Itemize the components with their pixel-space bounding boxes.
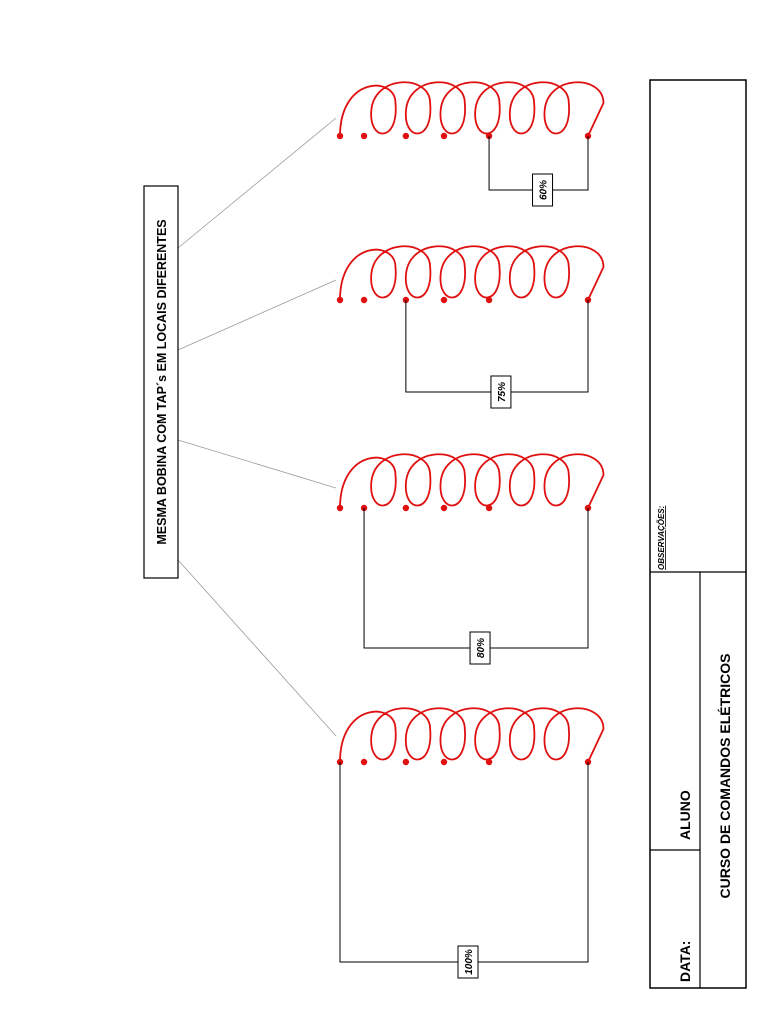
title-block-frame: [649, 79, 747, 989]
title-group: MESMA BOBINA COM TAP´s EM LOCAIS DIFEREN…: [143, 185, 179, 579]
coil-terminal-dot: [360, 132, 368, 140]
coil-2: 75%: [336, 245, 605, 409]
tap-label: 75%: [497, 382, 508, 402]
coil-terminal-dot: [440, 132, 448, 140]
pointer-line-3: [177, 439, 337, 489]
tap-label: 60%: [539, 180, 550, 200]
course-title: CURSO DE COMANDOS ELÉTRICOS: [717, 653, 733, 898]
title-box: [143, 185, 179, 579]
tap-bracket: [339, 762, 589, 963]
coil-terminal-dot: [485, 504, 493, 512]
coil-1: 60%: [336, 81, 605, 207]
coil-terminal-dot: [402, 758, 410, 766]
coil-3: 80%: [336, 453, 605, 665]
data-label: DATA:: [677, 941, 693, 982]
coil-winding: [339, 81, 605, 137]
coil-terminal-dot: [485, 758, 493, 766]
coil-winding: [339, 707, 605, 763]
title-text: MESMA BOBINA COM TAP´s EM LOCAIS DIFEREN…: [155, 219, 169, 544]
tap-label: 100%: [464, 949, 475, 975]
pointer-line-1: [177, 117, 337, 249]
tap-label-box: [532, 173, 554, 207]
tap-label-box: [469, 631, 491, 665]
pointer-line-2: [177, 279, 337, 351]
coil-terminal-dot: [360, 296, 368, 304]
coil-winding: [339, 453, 605, 509]
coil-terminal-dot: [402, 504, 410, 512]
pointer-lines: [177, 117, 337, 737]
coils: 60% 75% 80% 100%: [336, 81, 605, 979]
coil-terminal-dot: [336, 132, 344, 140]
coil-winding: [339, 245, 605, 301]
title-block: [649, 79, 747, 989]
coil-4: 100%: [336, 707, 605, 979]
coil-terminal-dot: [485, 296, 493, 304]
observacoes-label: OBSERVAÇÕES:: [657, 505, 666, 570]
pointer-line-4: [177, 559, 337, 737]
tap-label-box: [490, 375, 512, 409]
coil-terminal-dot: [336, 296, 344, 304]
tap-label: 80%: [476, 638, 487, 658]
coil-terminal-dot: [440, 504, 448, 512]
aluno-label: ALUNO: [677, 790, 693, 840]
coil-terminal-dot: [440, 296, 448, 304]
tap-bracket: [363, 508, 589, 649]
coil-terminal-dot: [336, 504, 344, 512]
coil-terminal-dot: [402, 132, 410, 140]
coil-terminal-dot: [360, 758, 368, 766]
tap-label-box: [457, 945, 479, 979]
coil-terminal-dot: [440, 758, 448, 766]
